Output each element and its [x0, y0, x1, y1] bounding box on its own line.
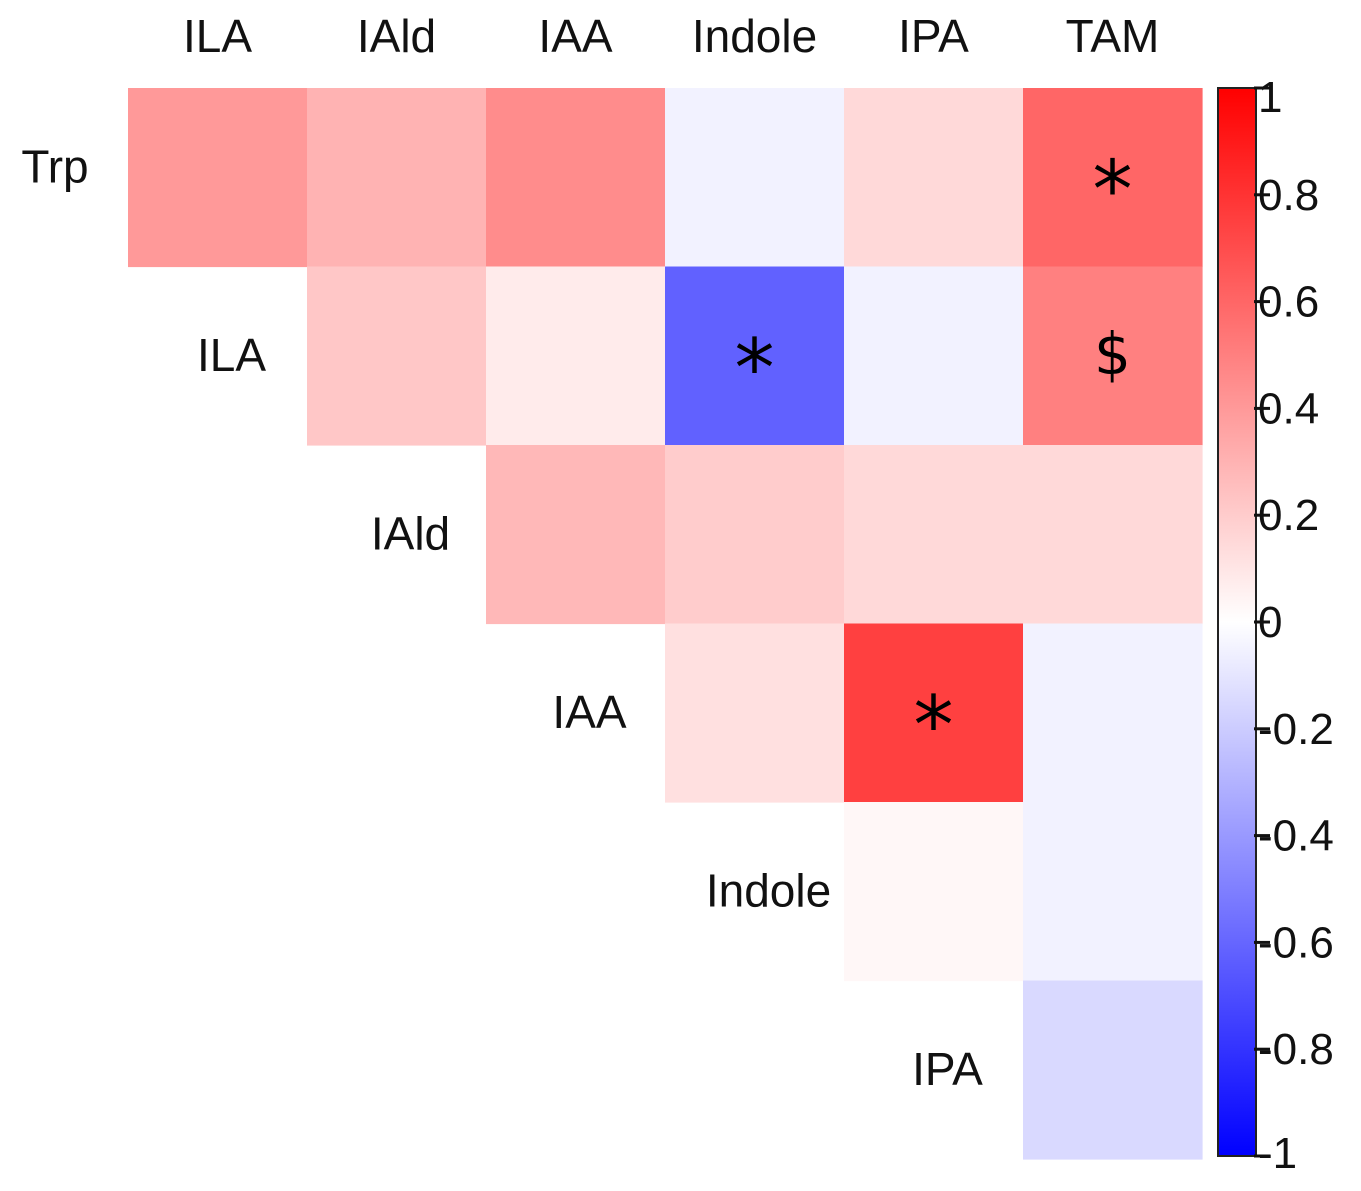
colorbar-ticks: 1 0.8 0.6 0.4 0.2 0 -0.2 -0.4 -0.6 -0.8 -1 — [1254, 73, 1334, 1178]
heatmap-cell — [486, 88, 666, 268]
significance-asterisk: * — [735, 322, 775, 415]
heatmap-cell — [128, 88, 308, 268]
heatmap-cell — [1023, 266, 1203, 446]
heatmap-cell — [1023, 88, 1203, 268]
colorbar: 1 0.8 0.6 0.4 0.2 0 -0.2 -0.4 -0.6 -0.8 -1 — [1217, 73, 1334, 1178]
colorbar-gradient — [1217, 87, 1257, 1157]
colorbar-tick-label: 0.6 — [1258, 278, 1319, 327]
heatmap-cell — [486, 266, 666, 446]
column-label: TAM — [1066, 10, 1160, 62]
row-label: Indole — [706, 864, 831, 916]
colorbar-tick-label: 0.8 — [1258, 171, 1319, 220]
heatmap-cell — [307, 88, 487, 268]
colorbar-tick-label: 0.2 — [1258, 491, 1319, 540]
colorbar-tick-label: -0.8 — [1258, 1025, 1334, 1074]
heatmap-cell — [486, 445, 666, 625]
colorbar-tick-label: -0.6 — [1258, 918, 1334, 967]
heatmap-cell — [1023, 445, 1203, 625]
heatmap-cell — [665, 266, 845, 446]
heatmap-cell — [844, 623, 1024, 803]
significance-asterisk: * — [914, 679, 954, 772]
heatmap-cell — [844, 445, 1024, 625]
column-label: IPA — [898, 10, 969, 62]
significance-marks: * * $ * — [735, 143, 1133, 772]
column-label: IAld — [357, 10, 436, 62]
column-labels: ILA IAld IAA Indole IPA TAM — [183, 10, 1159, 62]
colorbar-tick-label: 1 — [1258, 73, 1282, 122]
heatmap-cell — [1023, 980, 1203, 1160]
row-label: IAld — [371, 507, 450, 559]
colorbar-tick-label: 0.4 — [1258, 384, 1319, 433]
heatmap-cell — [665, 623, 845, 803]
row-label: IAA — [552, 686, 626, 738]
colorbar-tick-label: -0.4 — [1258, 812, 1334, 861]
heatmap-cell — [1023, 802, 1203, 982]
heatmap-cell — [1023, 623, 1203, 803]
colorbar-tick-label: -0.2 — [1258, 705, 1334, 754]
heatmap-cell — [844, 802, 1024, 982]
colorbar-tick-label: 0 — [1258, 598, 1282, 647]
significance-asterisk: * — [1093, 143, 1133, 236]
heatmap-cells — [128, 88, 1203, 1160]
column-label: IAA — [538, 10, 612, 62]
colorbar-tick-label: -1 — [1258, 1129, 1297, 1178]
row-label: Trp — [21, 140, 88, 192]
column-label: Indole — [692, 10, 817, 62]
heatmap-cell — [844, 88, 1024, 268]
row-label: ILA — [197, 329, 266, 381]
row-label: IPA — [912, 1043, 983, 1095]
significance-dollar: $ — [1094, 320, 1131, 388]
heatmap-cell — [307, 266, 487, 446]
heatmap-cell — [844, 266, 1024, 446]
column-label: ILA — [183, 10, 252, 62]
heatmap-cell — [665, 88, 845, 268]
heatmap-cell — [665, 445, 845, 625]
